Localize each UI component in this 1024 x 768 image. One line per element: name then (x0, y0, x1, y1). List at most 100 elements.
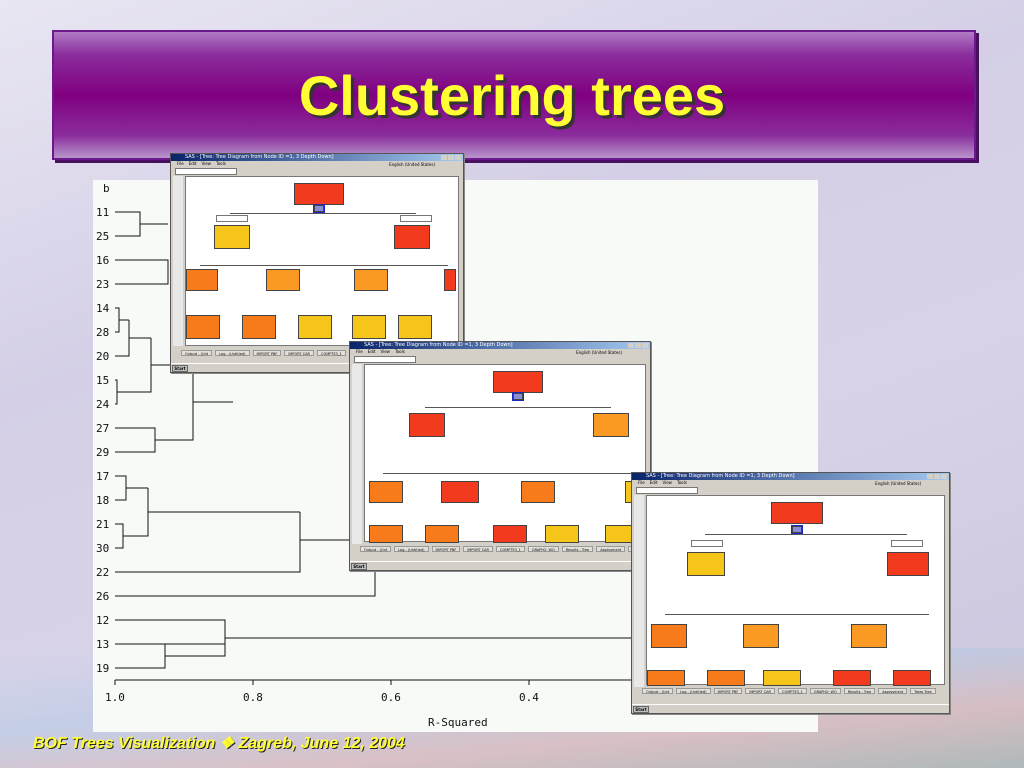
close-icon[interactable] (455, 155, 461, 160)
tab-graph[interactable]: GRAPH2: WO (527, 546, 559, 552)
window-controls[interactable] (441, 155, 461, 160)
tree-node[interactable] (651, 624, 687, 648)
window-titlebar[interactable]: SAS - [Tree: Tree Diagram from Node ID =… (171, 154, 463, 161)
tab-import-car[interactable]: IMPORT CAR (284, 350, 314, 356)
menu-view[interactable]: View (201, 161, 211, 166)
tab-compte[interactable]: COMPTE3_1 (317, 350, 346, 356)
tree-node-selected[interactable] (313, 204, 325, 213)
start-button[interactable]: Start (633, 706, 649, 713)
command-box[interactable] (636, 487, 698, 494)
tab-import-pbf[interactable]: IMPORT PBF (252, 350, 282, 356)
x-tick-label: 1.0 (105, 691, 125, 704)
close-icon[interactable] (941, 474, 947, 479)
tree-node[interactable] (242, 315, 276, 339)
tree-node[interactable] (266, 269, 300, 291)
command-box[interactable] (354, 356, 416, 363)
tree-node[interactable] (294, 183, 344, 205)
tree-node[interactable] (369, 481, 403, 503)
tree-node[interactable] (444, 269, 456, 291)
tab-assessment[interactable]: Assessment (596, 546, 626, 552)
tab-compte[interactable]: COMPTE3_1 (778, 688, 807, 694)
sas-window-3[interactable]: SAS - [Tree: Tree Diagram from Node ID =… (631, 472, 950, 714)
tab-trees[interactable]: Trees Tree (910, 688, 936, 694)
tree-node[interactable] (887, 552, 929, 576)
tab-log[interactable]: Log - (Untitled) (394, 546, 429, 552)
minimize-icon[interactable] (927, 474, 933, 479)
tree-node[interactable] (298, 315, 332, 339)
tab-results[interactable]: Results - Tree (561, 546, 594, 552)
tree-node[interactable] (394, 225, 430, 249)
tree-node[interactable] (687, 552, 725, 576)
tree-node[interactable] (893, 670, 931, 686)
tree-node[interactable] (771, 502, 823, 524)
tree-node[interactable] (833, 670, 871, 686)
tab-import-car[interactable]: IMPORT CAR (463, 546, 493, 552)
tree-node[interactable] (647, 670, 685, 686)
tree-node[interactable] (851, 624, 887, 648)
tab-assessment[interactable]: Assessment (878, 688, 908, 694)
sas-window-1[interactable]: SAS - [Tree: Tree Diagram from Node ID =… (170, 153, 464, 373)
menu-edit[interactable]: Edit (188, 161, 197, 166)
tree-diagram-area (646, 495, 945, 686)
start-button[interactable]: Start (172, 365, 188, 372)
menu-view[interactable]: View (662, 480, 672, 485)
tree-node[interactable] (186, 315, 220, 339)
dendrogram-leaf-label: 23 (96, 278, 109, 291)
close-icon[interactable] (642, 343, 648, 348)
language-indicator: English (United States) (389, 162, 435, 167)
command-box[interactable] (175, 168, 237, 175)
minimize-icon[interactable] (441, 155, 447, 160)
tree-node[interactable] (707, 670, 745, 686)
tree-node[interactable] (593, 413, 629, 437)
tree-node[interactable] (763, 670, 801, 686)
menu-edit[interactable]: Edit (367, 349, 376, 354)
dendrogram-leaf-label: 24 (96, 398, 110, 411)
x-tick-label: 0.8 (243, 691, 263, 704)
tree-node-selected[interactable] (791, 525, 803, 534)
tree-node-selected[interactable] (512, 392, 524, 401)
window-controls[interactable] (927, 474, 947, 479)
sas-window-2[interactable]: SAS - [Tree: Tree Diagram from Node ID =… (349, 341, 651, 571)
tab-results[interactable]: Results - Tree (843, 688, 876, 694)
tree-node[interactable] (352, 315, 386, 339)
tree-node[interactable] (545, 525, 579, 543)
tree-node[interactable] (521, 481, 555, 503)
tab-import-pbf[interactable]: IMPORT PBF (713, 688, 743, 694)
menu-file[interactable]: File (356, 349, 363, 354)
tab-import-pbf[interactable]: IMPORT PBF (431, 546, 461, 552)
menu-tools[interactable]: Tools (394, 349, 405, 354)
menu-view[interactable]: View (380, 349, 390, 354)
tree-node[interactable] (493, 525, 527, 543)
window-controls[interactable] (628, 343, 648, 348)
tab-log[interactable]: Log - (Untitled) (676, 688, 711, 694)
maximize-icon[interactable] (635, 343, 641, 348)
tab-output[interactable]: Output - (Unt (642, 688, 674, 694)
minimize-icon[interactable] (628, 343, 634, 348)
tree-node[interactable] (186, 269, 218, 291)
tree-node[interactable] (214, 225, 250, 249)
tree-node[interactable] (493, 371, 543, 393)
tree-node[interactable] (409, 413, 445, 437)
tree-node[interactable] (425, 525, 459, 543)
menu-file[interactable]: File (638, 480, 645, 485)
tree-node[interactable] (369, 525, 403, 543)
tab-log[interactable]: Log - (Untitled) (215, 350, 250, 356)
tree-node[interactable] (354, 269, 388, 291)
tab-output[interactable]: Output - (Unt (360, 546, 392, 552)
window-titlebar[interactable]: SAS - [Tree: Tree Diagram from Node ID =… (632, 473, 949, 480)
menu-tools[interactable]: Tools (215, 161, 226, 166)
tab-graph[interactable]: GRAPH2: WO (809, 688, 841, 694)
tab-compte[interactable]: COMPTE3_1 (496, 546, 525, 552)
start-button[interactable]: Start (351, 563, 367, 570)
menu-tools[interactable]: Tools (676, 480, 687, 485)
menu-file[interactable]: File (177, 161, 184, 166)
tab-import-car[interactable]: IMPORT CAR (745, 688, 775, 694)
maximize-icon[interactable] (934, 474, 940, 479)
tree-node[interactable] (441, 481, 479, 503)
tree-node[interactable] (398, 315, 432, 339)
menu-edit[interactable]: Edit (649, 480, 658, 485)
tree-node[interactable] (743, 624, 779, 648)
window-titlebar[interactable]: SAS - [Tree: Tree Diagram from Node ID =… (350, 342, 650, 349)
maximize-icon[interactable] (448, 155, 454, 160)
tab-output[interactable]: Output - (Unt (181, 350, 213, 356)
